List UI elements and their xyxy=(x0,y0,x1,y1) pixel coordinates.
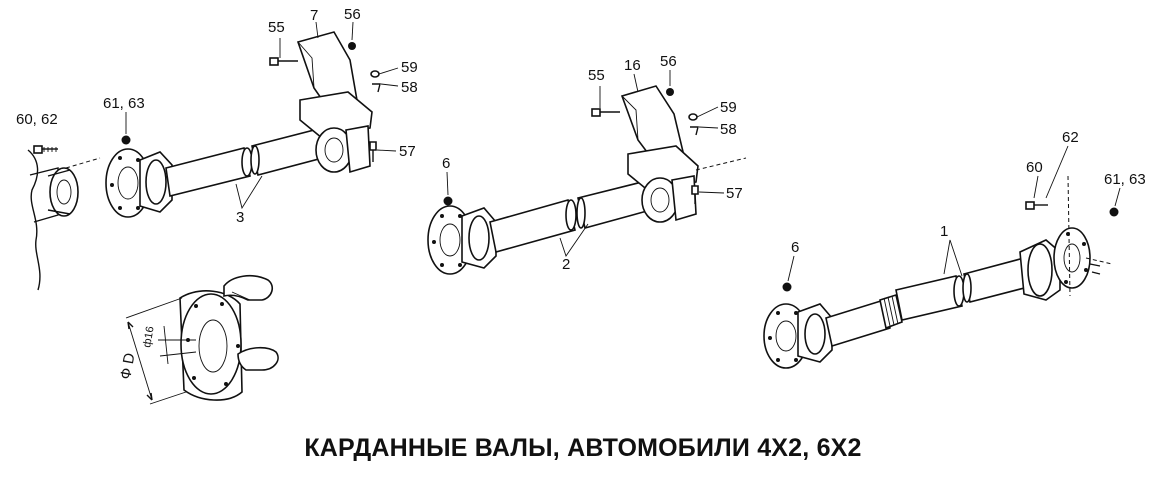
leaders-middle xyxy=(559,70,725,257)
label-62-right: 62 xyxy=(1062,129,1079,146)
assembly-shaft-3: 55 7 56 59 58 57 60, 62 61, 63 3 xyxy=(16,6,418,291)
bolt-57-left xyxy=(369,141,377,162)
nut-56-left xyxy=(348,42,356,50)
label-57-left: 57 xyxy=(399,143,416,160)
label-59-left: 59 xyxy=(401,59,418,76)
nut-6-middle xyxy=(443,196,453,206)
label-60-right: 60 xyxy=(1026,159,1043,176)
label-7: 7 xyxy=(310,7,318,24)
leaders-left xyxy=(125,21,399,210)
tube-2 xyxy=(489,179,659,254)
nut-61-63-right xyxy=(1109,207,1119,217)
dim-label-D: Ф D xyxy=(117,352,138,381)
flange-yoke-left xyxy=(105,148,173,218)
support-bearing-16 xyxy=(620,85,747,223)
washers-58-59-left xyxy=(370,70,381,93)
flange-yoke-right xyxy=(763,303,833,369)
flange-yoke-middle xyxy=(427,205,497,275)
nut-6-right xyxy=(782,282,792,292)
bolt-55-middle xyxy=(591,108,620,117)
label-59-middle: 59 xyxy=(720,99,737,116)
label-60-62: 60, 62 xyxy=(16,111,58,128)
assembly-shaft-2: 55 16 56 59 58 57 6 2 xyxy=(427,53,747,275)
label-55-middle: 55 xyxy=(588,67,605,84)
flange-yoke-rear xyxy=(1019,175,1113,301)
flange-detail: ф16 Ф D xyxy=(117,274,279,405)
label-56-middle: 56 xyxy=(660,53,677,70)
leaders-right xyxy=(943,145,1121,277)
label-56-left: 56 xyxy=(344,6,361,23)
nut-56-middle xyxy=(666,88,674,96)
label-57-middle: 57 xyxy=(726,185,743,202)
washers-58-59-middle xyxy=(688,113,699,136)
tube-3 xyxy=(165,127,331,197)
diagram-title: КАРДАННЫЕ ВАЛЫ, АВТОМОБИЛИ 4Х2, 6Х2 xyxy=(304,434,862,462)
bolt-60-62 xyxy=(33,145,58,154)
label-61-63-left: 61, 63 xyxy=(103,95,145,112)
bolt-57-middle xyxy=(691,185,699,204)
label-1: 1 xyxy=(940,223,948,240)
label-2: 2 xyxy=(562,256,570,273)
assembly-shaft-1: 60 62 61, 63 1 6 xyxy=(763,129,1146,369)
dim-label-d16: ф16 xyxy=(141,325,157,348)
tube-1 xyxy=(825,257,1033,348)
bolt-55-left xyxy=(269,57,298,66)
nut-61-63 xyxy=(121,135,131,145)
gearbox-housing xyxy=(27,149,101,291)
label-3: 3 xyxy=(236,209,244,226)
label-6-right: 6 xyxy=(791,239,799,256)
label-61-63-right: 61, 63 xyxy=(1104,171,1146,188)
label-6-middle: 6 xyxy=(442,155,450,172)
label-55-left: 55 xyxy=(268,19,285,36)
label-58-left: 58 xyxy=(401,79,418,96)
label-16: 16 xyxy=(624,57,641,74)
support-bearing-7 xyxy=(296,31,373,174)
bolt-60-right xyxy=(1025,201,1048,210)
label-58-middle: 58 xyxy=(720,121,737,138)
